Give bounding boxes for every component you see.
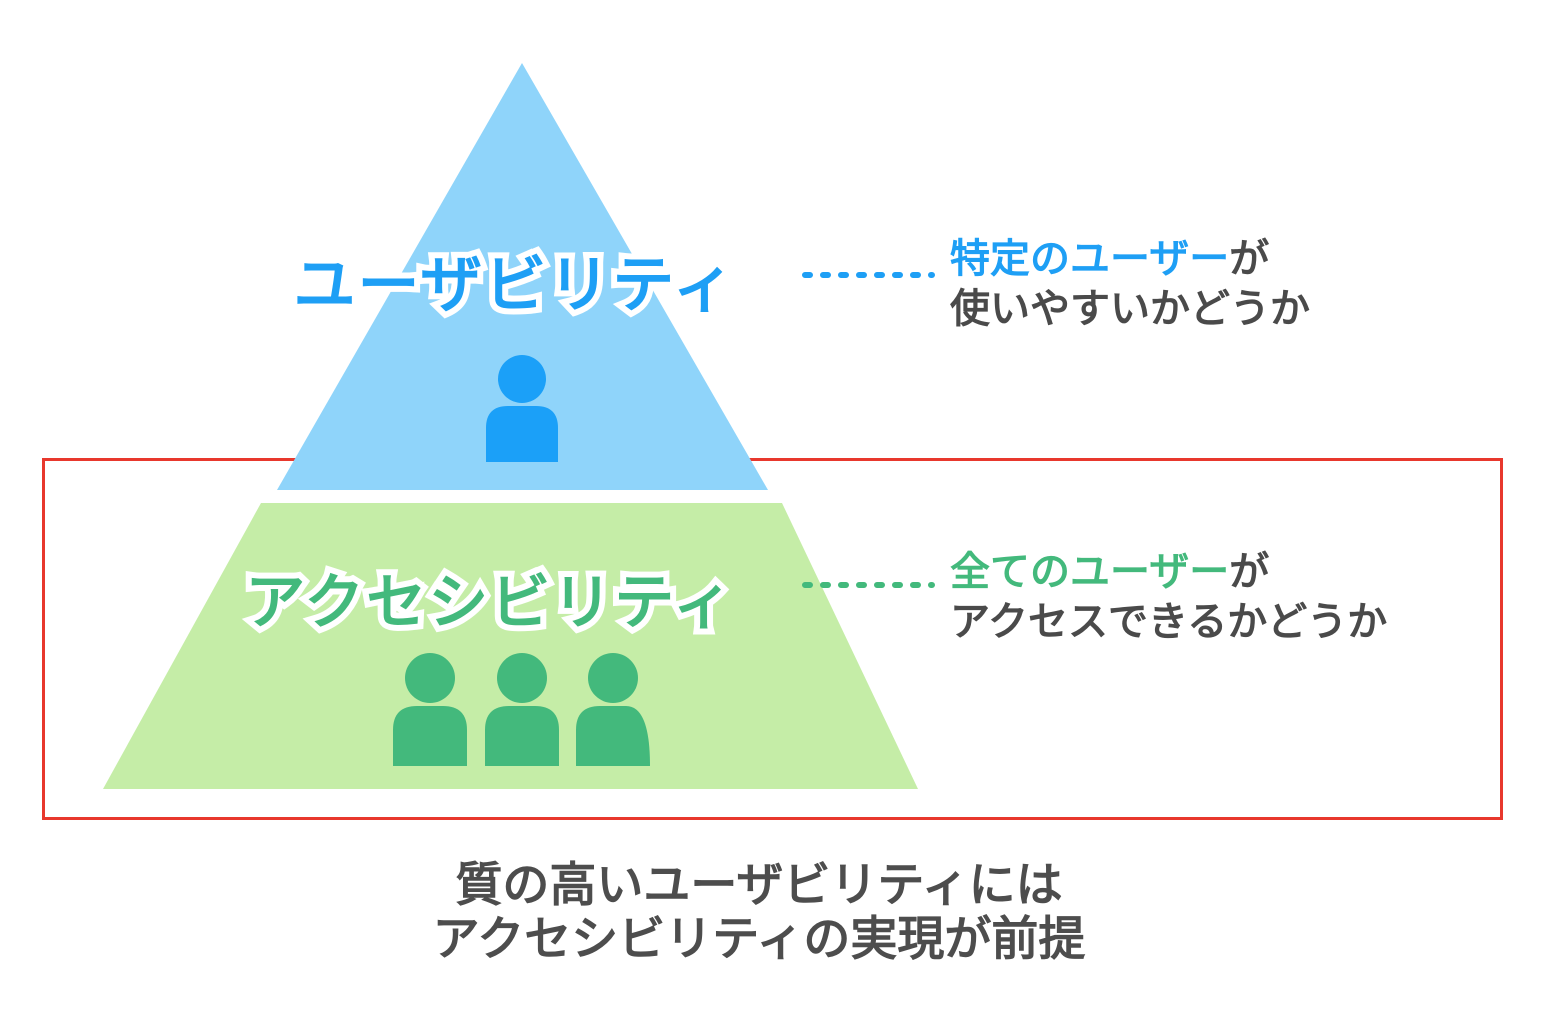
accessibility-annotation: 全てのユーザーが アクセスできるかどうか (950, 547, 1387, 647)
highlight-box (42, 458, 1503, 820)
accessibility-label: アクセシビリティ アクセシビリティ (228, 554, 752, 642)
accessibility-annotation-highlight: 全てのユーザー (950, 550, 1230, 594)
caption-line1: 質の高いユーザビリティには (455, 858, 1063, 911)
usability-annotation: 特定のユーザーが 使いやすいかどうか (950, 234, 1310, 334)
caption-line2: アクセシビリティの実現が前提 (432, 912, 1086, 965)
usability-label: ユーザビリティ ユーザビリティ (258, 234, 772, 326)
caption: 質の高いユーザビリティには アクセシビリティの実現が前提 (359, 858, 1159, 966)
usability-label-outline: ユーザビリティ (287, 245, 740, 326)
accessibility-annotation-suffix: が (1229, 550, 1270, 594)
accessibility-annotation-line1: 全てのユーザーが (950, 547, 1387, 597)
person-icon (486, 355, 558, 462)
accessibility-annotation-line2: アクセスできるかどうか (950, 600, 1388, 644)
group-icon (393, 653, 650, 766)
accessibility-label-text: アクセシビリティ (245, 569, 735, 636)
usability-annotation-line1: 特定のユーザーが (950, 234, 1310, 284)
usability-annotation-highlight: 特定のユーザー (950, 237, 1230, 281)
usability-label-text: ユーザビリティ (293, 251, 737, 320)
accessibility-label-outline: アクセシビリティ (239, 563, 738, 642)
usability-annotation-suffix: が (1229, 237, 1270, 281)
usability-annotation-line2: 使いやすいかどうか (950, 287, 1310, 331)
pyramid-bottom-layer (103, 503, 918, 789)
pyramid-top-layer (277, 63, 768, 490)
